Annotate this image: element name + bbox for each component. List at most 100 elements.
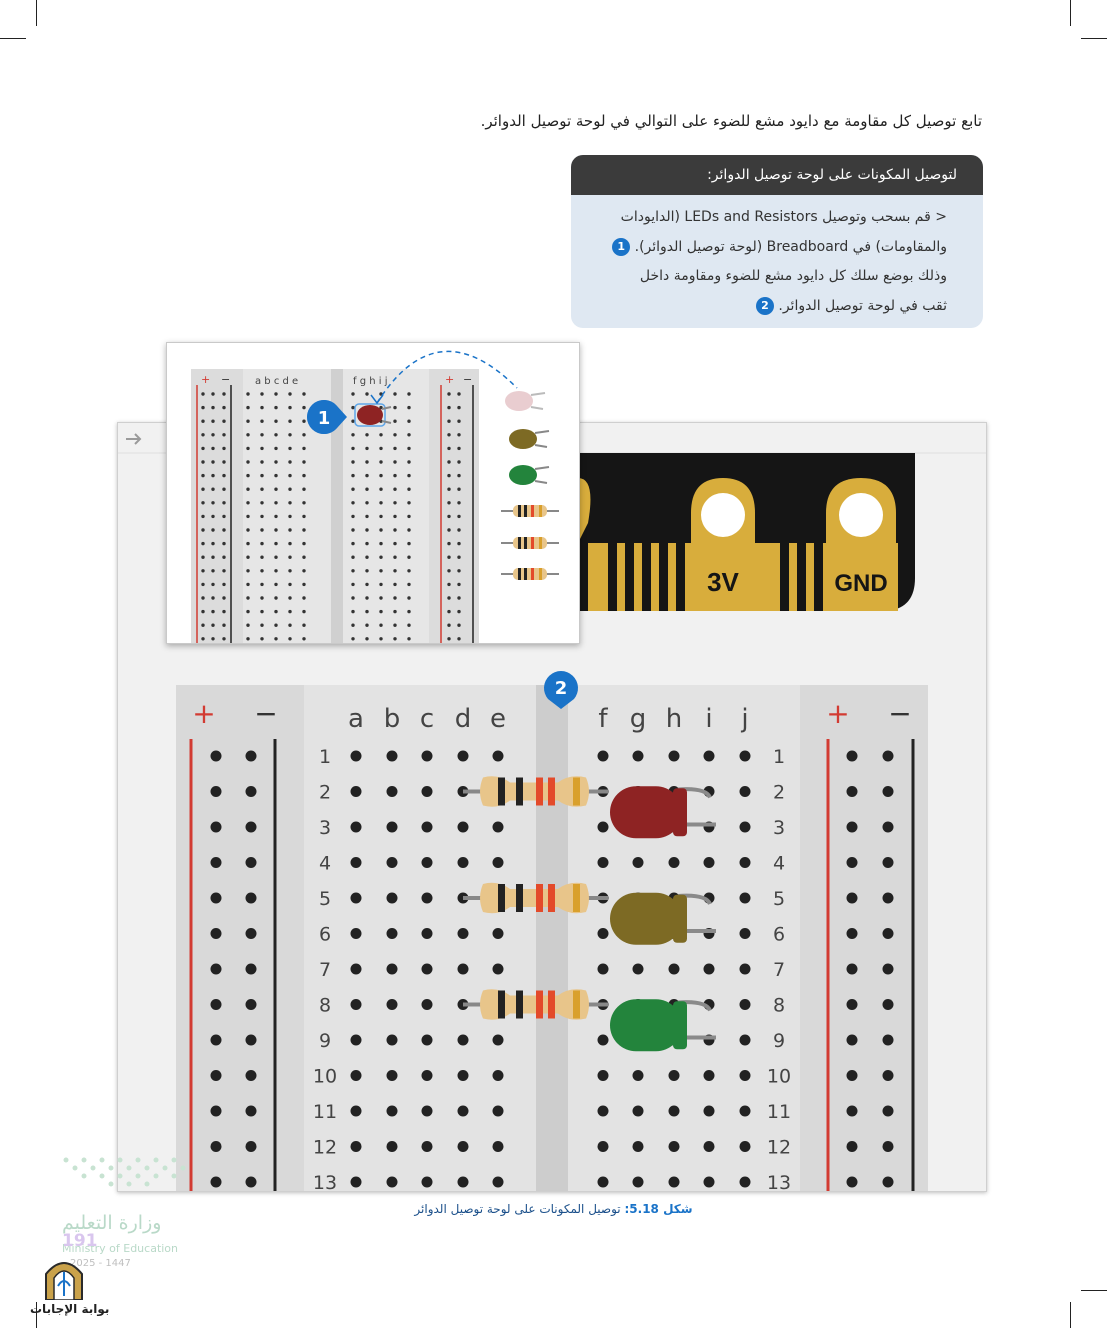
breadboard-hole[interactable] [739, 821, 751, 833]
breadboard-hole[interactable] [421, 928, 433, 939]
breadboard-hole[interactable] [846, 1176, 858, 1188]
breadboard-hole[interactable] [846, 1105, 858, 1117]
breadboard-hole[interactable] [739, 1141, 751, 1152]
breadboard-hole[interactable] [457, 821, 469, 833]
breadboard-hole[interactable] [245, 750, 257, 762]
breadboard-hole[interactable] [882, 750, 894, 762]
breadboard-hole[interactable] [386, 821, 398, 833]
breadboard-hole[interactable] [421, 750, 433, 762]
breadboard-hole[interactable] [457, 857, 469, 868]
led[interactable] [610, 786, 716, 839]
breadboard-hole[interactable] [492, 821, 504, 833]
breadboard-hole[interactable] [421, 1070, 433, 1081]
breadboard-hole[interactable] [210, 999, 222, 1010]
breadboard-hole[interactable] [846, 1034, 858, 1046]
palette-led-yellow[interactable] [509, 429, 550, 449]
breadboard-hole[interactable] [597, 1176, 609, 1188]
breadboard-hole[interactable] [882, 1034, 894, 1046]
breadboard-hole[interactable] [492, 1105, 504, 1117]
breadboard-hole[interactable] [632, 750, 644, 762]
breadboard-hole[interactable] [597, 1141, 609, 1152]
breadboard-hole[interactable] [668, 1070, 680, 1081]
breadboard-hole[interactable] [350, 1070, 362, 1081]
breadboard-hole[interactable] [846, 963, 858, 975]
breadboard-hole[interactable] [846, 1070, 858, 1081]
breadboard-hole[interactable] [245, 999, 257, 1010]
breadboard-hole[interactable] [492, 750, 504, 762]
breadboard-hole[interactable] [245, 1070, 257, 1081]
breadboard-hole[interactable] [386, 1034, 398, 1046]
breadboard-hole[interactable] [457, 1176, 469, 1188]
breadboard-hole[interactable] [386, 928, 398, 939]
pin-3v[interactable] [691, 478, 755, 611]
breadboard-hole[interactable] [210, 1141, 222, 1152]
breadboard-hole[interactable] [597, 1070, 609, 1081]
breadboard-hole[interactable] [245, 892, 257, 904]
breadboard-hole[interactable] [386, 1105, 398, 1117]
pin-left[interactable] [578, 478, 591, 543]
breadboard-hole[interactable] [597, 821, 609, 833]
breadboard-hole[interactable] [882, 821, 894, 833]
breadboard-hole[interactable] [421, 1105, 433, 1117]
breadboard-hole[interactable] [210, 1176, 222, 1188]
breadboard-hole[interactable] [632, 1141, 644, 1152]
breadboard-hole[interactable] [350, 963, 362, 975]
breadboard-hole[interactable] [739, 1105, 751, 1117]
breadboard-hole[interactable] [386, 750, 398, 762]
breadboard-hole[interactable] [703, 857, 715, 868]
breadboard-hole[interactable] [739, 786, 751, 797]
breadboard-hole[interactable] [457, 963, 469, 975]
breadboard-hole[interactable] [846, 750, 858, 762]
breadboard-hole[interactable] [703, 1105, 715, 1117]
breadboard-hole[interactable] [457, 1141, 469, 1152]
breadboard-hole[interactable] [350, 928, 362, 939]
breadboard-hole[interactable] [350, 1141, 362, 1152]
breadboard-hole[interactable] [846, 928, 858, 939]
palette-led-pink[interactable] [505, 391, 546, 411]
breadboard-hole[interactable] [668, 857, 680, 868]
breadboard-hole[interactable] [492, 963, 504, 975]
breadboard-hole[interactable] [350, 1034, 362, 1046]
led[interactable] [610, 892, 716, 945]
palette-resistor[interactable] [501, 505, 559, 517]
breadboard-hole[interactable] [739, 963, 751, 975]
breadboard-hole[interactable] [882, 928, 894, 939]
breadboard-hole[interactable] [882, 1176, 894, 1188]
breadboard-hole[interactable] [210, 1070, 222, 1081]
resistor[interactable] [463, 882, 608, 914]
breadboard-hole[interactable] [668, 750, 680, 762]
breadboard-hole[interactable] [457, 928, 469, 939]
breadboard-hole[interactable] [421, 786, 433, 797]
breadboard-hole[interactable] [245, 821, 257, 833]
breadboard-hole[interactable] [210, 786, 222, 797]
breadboard-hole[interactable] [421, 821, 433, 833]
breadboard-hole[interactable] [739, 750, 751, 762]
breadboard-hole[interactable] [846, 857, 858, 868]
breadboard-hole[interactable] [739, 892, 751, 904]
breadboard-hole[interactable] [632, 1070, 644, 1081]
breadboard-hole[interactable] [597, 857, 609, 868]
breadboard-hole[interactable] [350, 999, 362, 1010]
breadboard-hole[interactable] [210, 1105, 222, 1117]
breadboard-hole[interactable] [703, 1070, 715, 1081]
breadboard-hole[interactable] [597, 1034, 609, 1046]
breadboard-hole[interactable] [210, 1034, 222, 1046]
breadboard-hole[interactable] [846, 999, 858, 1010]
breadboard-hole[interactable] [350, 750, 362, 762]
breadboard-hole[interactable] [703, 750, 715, 762]
breadboard-hole[interactable] [421, 1034, 433, 1046]
breadboard-hole[interactable] [421, 1176, 433, 1188]
breadboard-hole[interactable] [492, 1034, 504, 1046]
breadboard-hole[interactable] [492, 1141, 504, 1152]
breadboard-hole[interactable] [421, 857, 433, 868]
breadboard-hole[interactable] [882, 1141, 894, 1152]
breadboard-hole[interactable] [492, 857, 504, 868]
breadboard-hole[interactable] [210, 963, 222, 975]
breadboard-hole[interactable] [245, 1176, 257, 1188]
breadboard-hole[interactable] [882, 1105, 894, 1117]
breadboard-hole[interactable] [386, 963, 398, 975]
palette-resistor[interactable] [501, 568, 559, 580]
dragged-led-red[interactable] [354, 403, 392, 427]
breadboard-hole[interactable] [457, 750, 469, 762]
breadboard-hole[interactable] [421, 963, 433, 975]
